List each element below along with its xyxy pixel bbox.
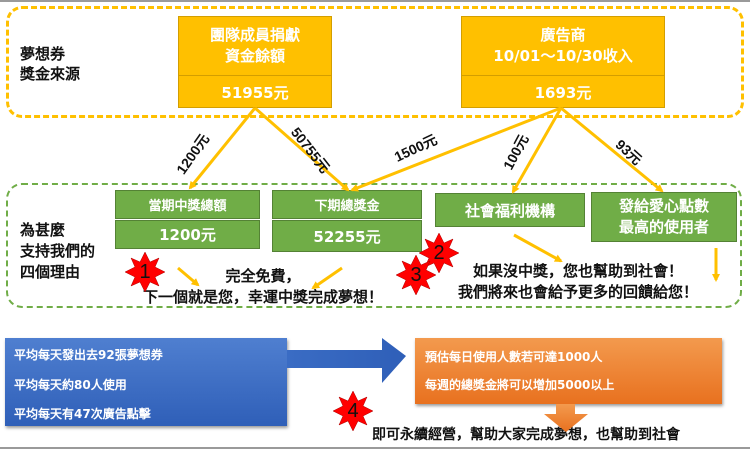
current-prize-amount: 1200元 — [159, 226, 216, 244]
reason-1-text: 完全免費， 下一個就是您，幸運中獎完成夢想！ — [108, 266, 418, 308]
flow-arrow-team-to-next — [254, 106, 350, 192]
team-donation-amount: 51955元 — [221, 83, 289, 102]
funding-sources-label-line1: 夢想券 — [20, 45, 66, 63]
top-user-title-line1: 發給愛心點數 — [618, 197, 709, 215]
right-arrow-icon — [287, 338, 406, 383]
reasons-group — [6, 183, 742, 308]
reasons-label-line1: 為甚麼 — [20, 221, 66, 239]
projection-box: 預估每日使用人數若可達1000人 每週的總獎金將可以增加5000以上 — [415, 338, 722, 404]
badge-4-label: 4 — [347, 400, 359, 422]
advertiser-amount: 1693元 — [534, 83, 592, 102]
social-welfare-box: 社會福利機構 — [435, 193, 585, 227]
flow-arrow-ad-to-next — [350, 106, 562, 192]
funding-sources-label: 夢想券 獎金來源 — [20, 44, 80, 84]
flow-arrow-team-to-current — [188, 107, 257, 190]
badge-reason-4: 4 — [332, 390, 374, 432]
advertiser-box: 廣告商 10/01～10/30收入 1693元 — [461, 16, 665, 108]
reason-23-text: 如果沒中獎，您也幫助到社會！ 我們將來也會給予更多的回饋給您！ — [428, 261, 728, 303]
team-donation-title-line1: 團隊成員捐獻 — [209, 26, 300, 44]
current-prize-amount-box: 1200元 — [115, 220, 260, 249]
reasons-label: 為甚麼 支持我們的 四個理由 — [20, 220, 95, 283]
next-prize-amount-box: 52255元 — [272, 220, 422, 252]
social-welfare-title: 社會福利機構 — [464, 201, 555, 220]
current-stats-box: 平均每天發出去92張夢想券 平均每天約80人使用 平均每天有47次廣告點擊 — [5, 338, 287, 426]
current-prize-title-box: 當期中獎總額 — [115, 190, 260, 219]
next-prize-amount: 52255元 — [313, 227, 381, 246]
reason-arrow-next — [311, 266, 343, 290]
reason-1-line1: 完全免費， — [225, 267, 301, 285]
flow-arrow-ad-to-top-user — [560, 106, 664, 193]
reason-23-line2: 我們將來也會給予更多的回饋給您！ — [457, 283, 698, 301]
stat-daily-ad-clicks: 平均每天有47次廣告點擊 — [14, 407, 151, 421]
advertiser-title-line2: 10/01～10/30收入 — [493, 47, 633, 65]
funding-sources-group — [6, 6, 744, 118]
team-donation-title-line2: 資金餘額 — [224, 47, 285, 65]
stat-daily-tickets: 平均每天發出去92張夢想券 — [14, 348, 163, 362]
reasons-label-line2: 支持我們的 — [20, 242, 96, 260]
reason-1-line2: 下一個就是您，幸運中獎完成夢想！ — [142, 288, 383, 306]
badge-2-label: 2 — [433, 242, 445, 264]
funding-sources-label-line2: 獎金來源 — [20, 65, 81, 83]
projection-users: 預估每日使用人數若可達1000人 — [425, 350, 603, 364]
top-user-title-line2: 最高的使用者 — [618, 218, 709, 236]
next-prize-title: 下期總獎金 — [314, 199, 380, 214]
projection-prize-increase: 每週的總獎金將可以增加5000以上 — [425, 378, 615, 392]
reason-arrow-current — [177, 266, 200, 287]
down-arrow-icon — [544, 404, 588, 432]
badge-reason-3: 3 — [395, 254, 437, 296]
stat-daily-users: 平均每天約80人使用 — [14, 378, 127, 392]
current-prize-title: 當期中獎總額 — [148, 199, 227, 214]
bottom-border-line — [0, 447, 750, 449]
reason-23-line1: 如果沒中獎，您也幫助到社會！ — [472, 262, 683, 280]
badge-3-label: 3 — [410, 264, 422, 286]
flow-arrow-ad-to-welfare — [511, 107, 563, 194]
reasons-label-line3: 四個理由 — [20, 263, 81, 281]
advertiser-title-line1: 廣告商 — [540, 26, 586, 44]
reason-arrow-welfare — [513, 233, 563, 263]
conclusion-text: 即可永續經營，幫助大家完成夢想，也幫助到社會 — [372, 427, 680, 443]
top-border-line — [0, 0, 750, 2]
badge-1-label: 1 — [139, 261, 151, 283]
team-donation-box: 團隊成員捐獻 資金餘額 51955元 — [178, 16, 332, 108]
top-user-box: 發給愛心點數 最高的使用者 — [591, 192, 737, 242]
badge-reason-1: 1 — [124, 251, 166, 293]
